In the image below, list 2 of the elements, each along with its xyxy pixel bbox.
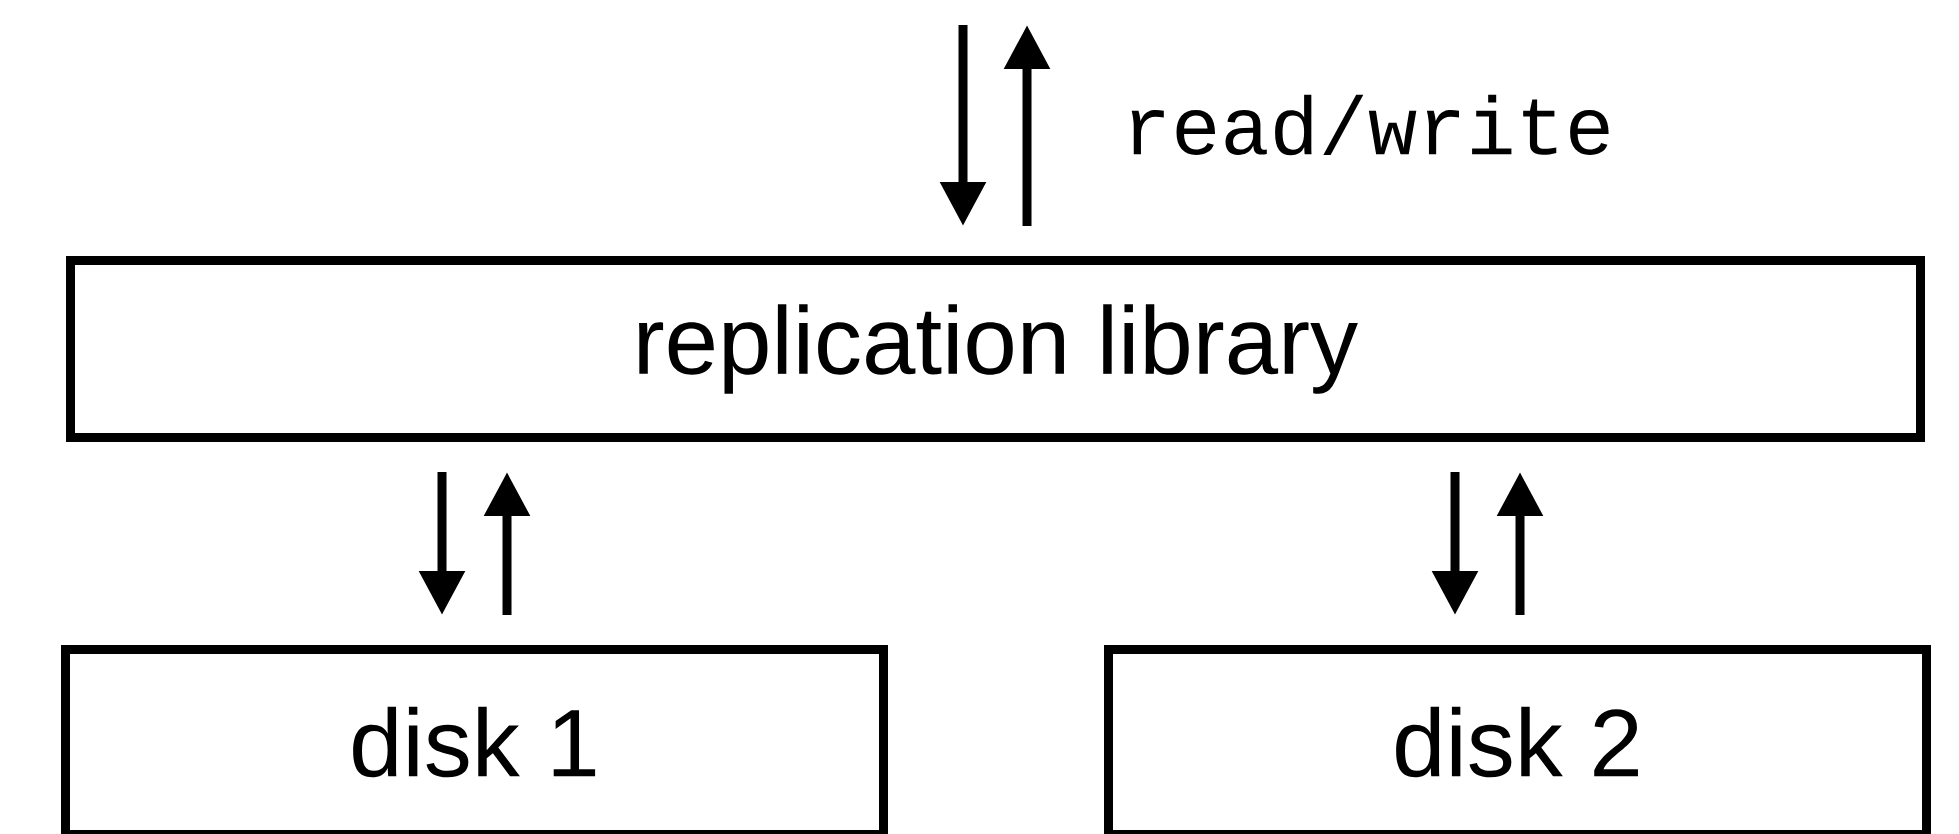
process-box: replication library bbox=[66, 256, 1925, 442]
edge-label: read/write bbox=[1119, 92, 1617, 158]
